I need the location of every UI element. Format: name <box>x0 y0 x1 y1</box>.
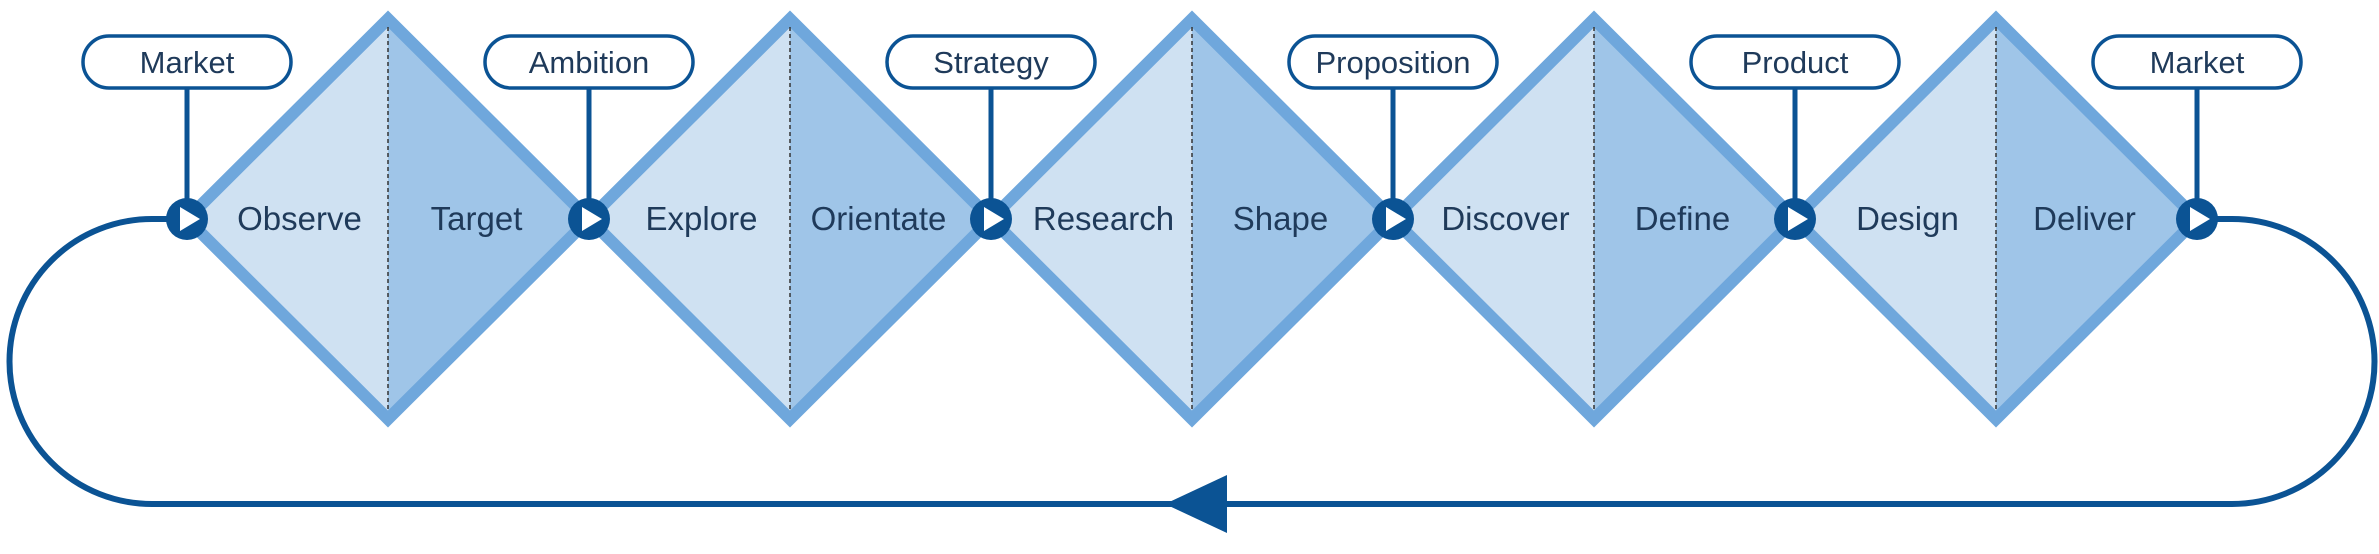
milestone-pill <box>483 34 695 90</box>
milestone-label: Product <box>1742 45 1849 80</box>
diamond-left-half <box>589 19 790 419</box>
phase-label-right: Deliver <box>2033 200 2136 237</box>
diamond-stage-2: Explore Orientate <box>580 10 1000 428</box>
milestone-pill <box>2091 34 2303 90</box>
play-icon <box>2190 207 2210 231</box>
play-icon <box>582 207 602 231</box>
diamond-right-half <box>1192 19 1393 419</box>
milestone-2: Ambition <box>483 34 695 240</box>
phase-label-left: Design <box>1856 200 1959 237</box>
milestone-1: Market <box>81 34 293 240</box>
play-icon <box>984 207 1004 231</box>
phase-label-right: Orientate <box>811 200 947 237</box>
diamond-stage-1: Observe Target <box>178 10 598 428</box>
milestone-label: Proposition <box>1315 45 1470 80</box>
phase-label-left: Discover <box>1441 200 1569 237</box>
milestone-4: Proposition <box>1287 34 1499 240</box>
play-icon <box>180 207 200 231</box>
diamond-right-half <box>1996 19 2197 419</box>
phase-label-left: Observe <box>237 200 362 237</box>
play-icon <box>1386 207 1406 231</box>
phase-label-left: Research <box>1033 200 1174 237</box>
phase-label-right: Shape <box>1233 200 1328 237</box>
diamond-left-half <box>1795 19 1996 419</box>
diamond-left-half <box>1393 19 1594 419</box>
phase-label-right: Define <box>1635 200 1730 237</box>
milestone-pill <box>81 34 293 90</box>
milestone-label: Ambition <box>529 45 650 80</box>
diamond-left-half <box>991 19 1192 419</box>
diamond-right-half <box>1594 19 1795 419</box>
milestone-6: Market <box>2091 34 2303 240</box>
milestone-pill <box>1689 34 1901 90</box>
diamond-left-half <box>187 19 388 419</box>
phase-label-left: Explore <box>646 200 758 237</box>
milestone-pill <box>1287 34 1499 90</box>
milestone-3: Strategy <box>885 34 1097 240</box>
milestone-pill <box>885 34 1097 90</box>
milestone-label: Strategy <box>933 45 1049 80</box>
milestone-label: Market <box>2150 45 2245 80</box>
phase-label-right: Target <box>431 200 523 237</box>
diamond-right-half <box>388 19 589 419</box>
diamond-right-half <box>790 19 991 419</box>
milestone-label: Market <box>140 45 235 80</box>
return-arrow-icon <box>1165 475 1227 533</box>
play-icon <box>1788 207 1808 231</box>
milestone-5: Product <box>1689 34 1901 240</box>
